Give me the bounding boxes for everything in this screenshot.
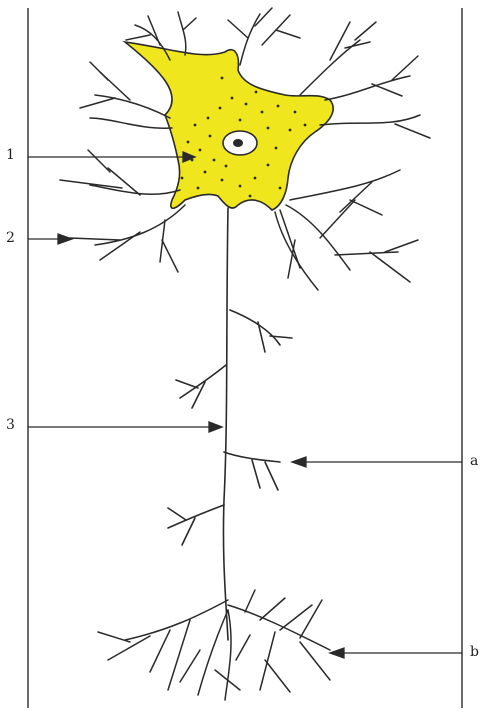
nucleolus [233,139,243,147]
label-2: 2 [6,231,15,245]
label-arrows [28,152,462,658]
axon [168,208,292,640]
axon-terminals [98,590,330,700]
label-1: 1 [6,148,15,162]
label-b: b [470,645,479,659]
label-3: 3 [6,418,15,432]
cell-body [125,42,333,210]
label-a: a [470,454,478,468]
